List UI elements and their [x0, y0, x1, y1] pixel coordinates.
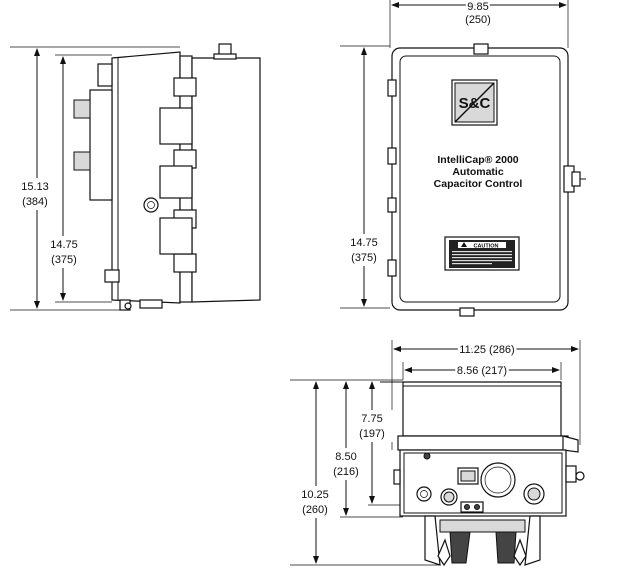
caution-label: CAUTION	[444, 236, 520, 271]
side-view: 15.13 (384) 14.75 (375)	[10, 43, 261, 311]
bottom-h1-label: 7.75	[361, 413, 382, 425]
bottom-body-width-label: 8.56 (217)	[457, 365, 507, 377]
front-height-label: 14.75	[350, 237, 378, 249]
front-width-label: 9.85	[467, 1, 488, 13]
front-height-mm: (375)	[351, 252, 377, 264]
side-body-height-mm: (375)	[51, 254, 77, 266]
bottom-view: 11.25 (286) 8.56 (217) 10.25 (260) 8.50 …	[290, 340, 585, 567]
product-line3: Capacitor Control	[434, 178, 523, 190]
bottom-h1-mm: (197)	[359, 428, 385, 440]
side-body-height-label: 14.75	[50, 239, 78, 251]
bottom-h3-label: 10.25	[301, 489, 329, 501]
side-total-height-label: 15.13	[21, 181, 49, 193]
side-total-height-mm: (384)	[22, 196, 48, 208]
front-width-mm: (250)	[465, 14, 491, 26]
bottom-h3-mm: (260)	[302, 504, 328, 516]
product-line1: IntelliCap® 2000	[437, 154, 518, 166]
logo-text: S&C	[459, 95, 491, 112]
caution-text: CAUTION	[473, 243, 498, 249]
bottom-h2-label: 8.50	[335, 451, 356, 463]
front-view: 9.85 (250) 14.75 (375) S&C Int	[340, 0, 586, 317]
product-line2: Automatic	[452, 166, 503, 178]
bottom-h2-mm: (216)	[333, 466, 359, 478]
bottom-overall-width-label: 11.25 (286)	[459, 344, 514, 356]
sc-logo: S&C	[451, 79, 498, 126]
